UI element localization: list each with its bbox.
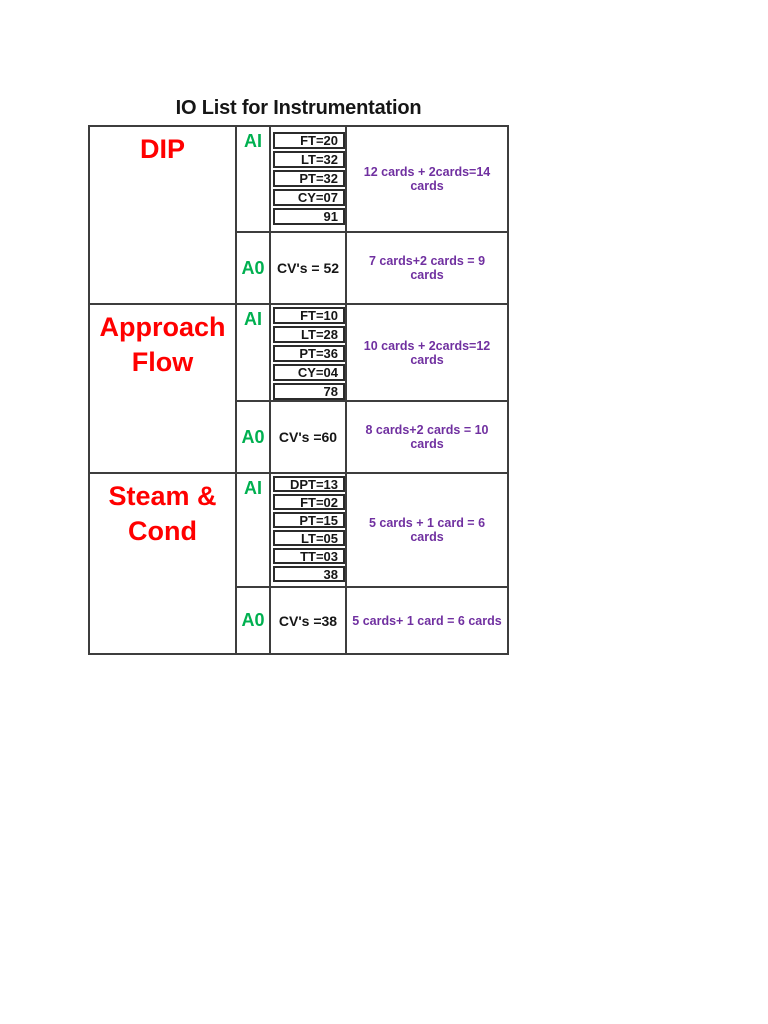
section-name-line: Steam & xyxy=(108,481,217,511)
cv-total: CV's = 52 xyxy=(269,231,345,303)
section-approach-flow: Approach Flow AI FT=10 LT=28 PT=36 CY=04… xyxy=(90,303,507,472)
io-count-box: DPT=13 xyxy=(273,476,345,492)
io-count-box: PT=32 xyxy=(273,170,345,187)
io-count-box: PT=36 xyxy=(273,345,345,362)
ao-card-summary: 7 cards+2 cards = 9 cards xyxy=(345,231,507,303)
section-name-line: Flow xyxy=(131,347,194,377)
ai-type-label: AI xyxy=(235,305,269,400)
io-count-box: CY=04 xyxy=(273,364,345,381)
section-name: Approach Flow xyxy=(90,305,235,472)
ai-io-counts: FT=20 LT=32 PT=32 CY=07 91 xyxy=(269,127,345,231)
io-count-box: TT=03 xyxy=(273,548,345,564)
ai-card-summary: 10 cards + 2cards=12 cards xyxy=(345,305,507,400)
ao-type-label: A0 xyxy=(235,586,269,653)
io-count-box: CY=07 xyxy=(273,189,345,206)
section-name-line: Cond xyxy=(128,516,197,546)
io-count-box: LT=05 xyxy=(273,530,345,546)
cv-total: CV's =38 xyxy=(269,586,345,653)
ai-card-summary: 12 cards + 2cards=14 cards xyxy=(345,127,507,231)
section-name-line: DIP xyxy=(139,134,185,164)
section-name: DIP xyxy=(90,127,235,303)
cv-total: CV's =60 xyxy=(269,400,345,472)
ao-card-summary: 8 cards+2 cards = 10 cards xyxy=(345,400,507,472)
io-count-box: LT=28 xyxy=(273,326,345,343)
ai-io-counts: DPT=13 FT=02 PT=15 LT=05 TT=03 38 xyxy=(269,474,345,586)
section-name: Steam & Cond xyxy=(90,474,235,653)
ai-type-label: AI xyxy=(235,474,269,586)
io-count-box: PT=15 xyxy=(273,512,345,528)
io-count-box: FT=10 xyxy=(273,307,345,324)
io-total-box: 38 xyxy=(273,566,345,582)
ai-type-label: AI xyxy=(235,127,269,231)
ai-card-summary: 5 cards + 1 card = 6 cards xyxy=(345,474,507,586)
ao-card-summary: 5 cards+ 1 card = 6 cards xyxy=(345,586,507,653)
io-count-box: FT=02 xyxy=(273,494,345,510)
ao-type-label: A0 xyxy=(235,400,269,472)
page-title: IO List for Instrumentation xyxy=(175,97,422,119)
io-table: DIP AI FT=20 LT=32 PT=32 CY=07 91 12 car… xyxy=(88,125,509,655)
io-total-box: 91 xyxy=(273,208,345,225)
io-count-box: FT=20 xyxy=(273,132,345,149)
ao-type-label: A0 xyxy=(235,231,269,303)
ai-io-counts: FT=10 LT=28 PT=36 CY=04 78 xyxy=(269,305,345,400)
io-total-box: 78 xyxy=(273,383,345,400)
io-count-box: LT=32 xyxy=(273,151,345,168)
section-dip: DIP AI FT=20 LT=32 PT=32 CY=07 91 12 car… xyxy=(90,127,507,303)
section-name-line: Approach xyxy=(99,312,226,342)
section-steam-cond: Steam & Cond AI DPT=13 FT=02 PT=15 LT=05… xyxy=(90,472,507,653)
